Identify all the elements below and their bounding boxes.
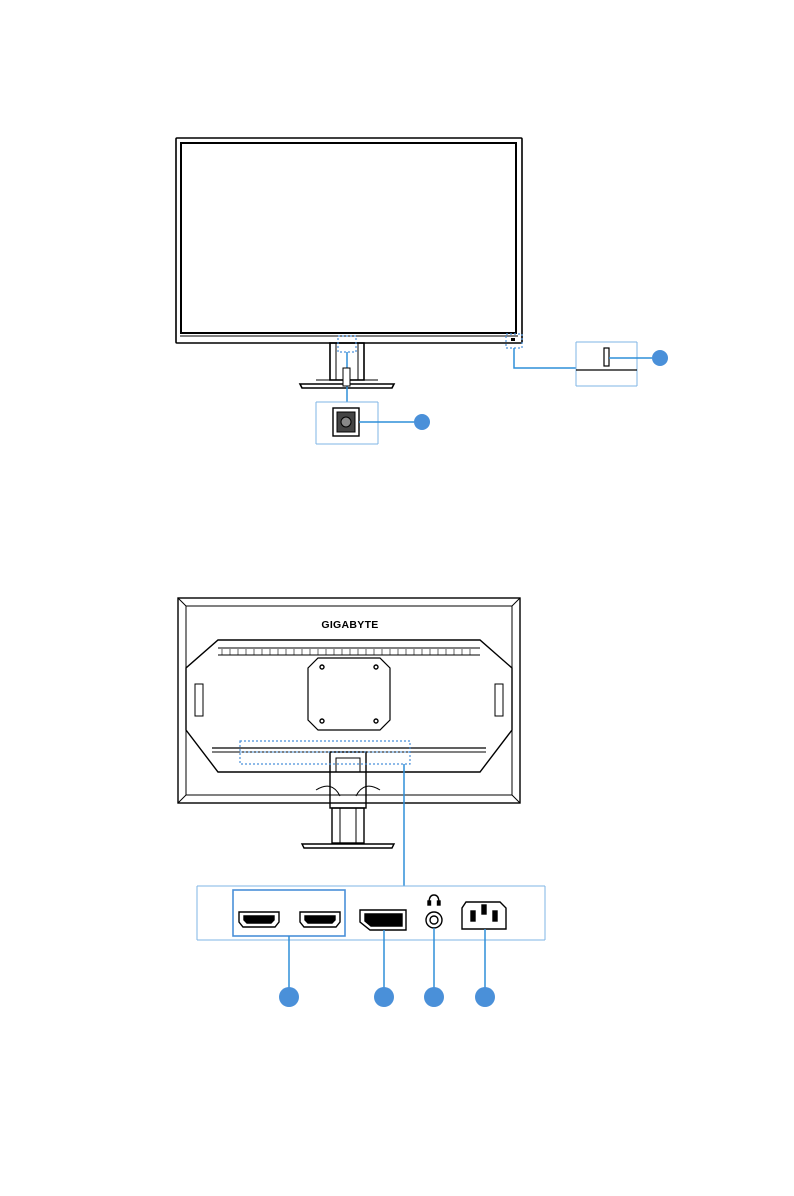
power-led-icon [604,348,609,366]
callout-ac-in-jack [475,987,495,1007]
power-led-leader [514,348,576,368]
power-led-zoom-panel [576,342,652,386]
front-view [176,138,668,444]
hdmi-port-icon [239,912,279,927]
ac-power-icon [462,902,506,929]
callout-hdmi-ports [279,987,299,1007]
displayport-port-icon [360,910,406,930]
callout-control-button [414,414,430,430]
headphone-icon [428,895,440,905]
front-monitor-illustration [176,138,522,388]
callout-power-led [652,350,668,366]
front-button-highlight [338,336,356,352]
io-ports-zoom-panel [197,886,545,940]
callout-displayport [374,987,394,1007]
control-button-zoom-panel [316,402,418,444]
rear-view: GIGABYTE [178,598,545,1007]
hdmi-port-icon [300,912,340,927]
rear-vent-pattern [222,649,470,655]
earphone-jack-icon [426,912,442,928]
brand-logo: GIGABYTE [321,619,378,631]
rear-monitor-illustration [178,598,520,848]
callout-earphone-jack [424,987,444,1007]
